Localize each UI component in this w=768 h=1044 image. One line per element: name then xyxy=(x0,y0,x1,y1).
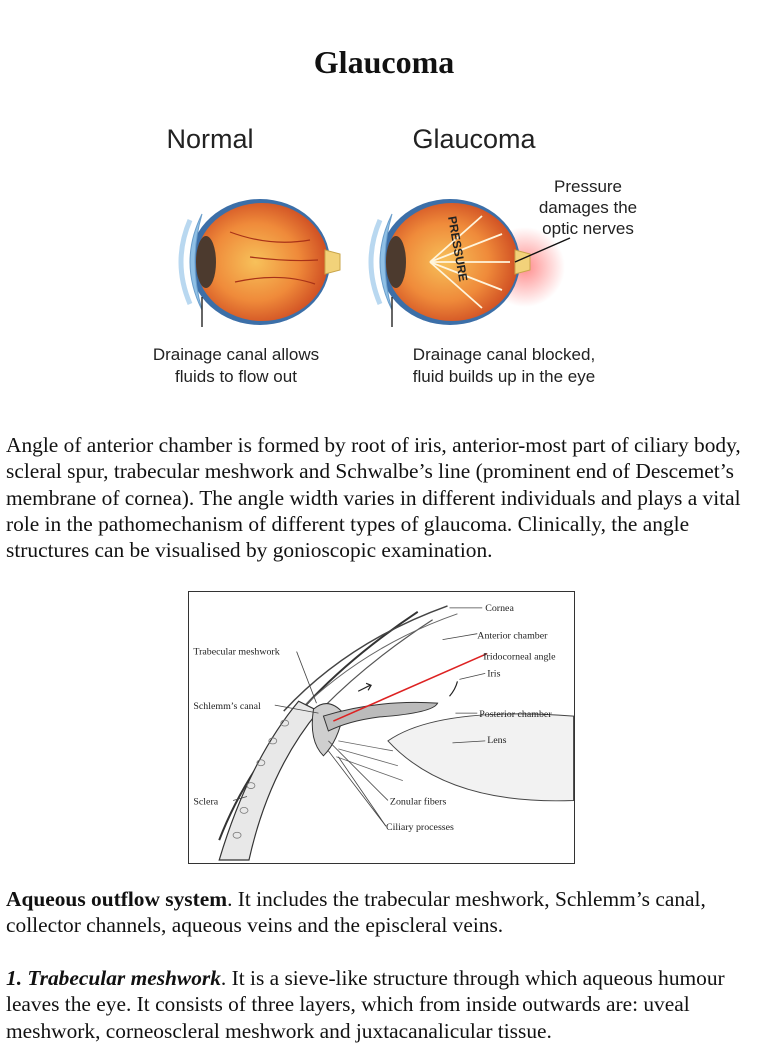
svg-text:fluid builds up in the eye: fluid builds up in the eye xyxy=(413,367,595,386)
svg-text:damages the: damages the xyxy=(539,198,637,217)
svg-text:Drainage canal allows: Drainage canal allows xyxy=(153,345,319,364)
normal-caption: Drainage canal allows fluids to flow out xyxy=(153,345,319,386)
label-cornea: Cornea xyxy=(485,603,514,614)
label-trabecular-meshwork: Trabecular meshwork xyxy=(193,647,279,658)
label-anterior-chamber: Anterior chamber xyxy=(477,631,548,642)
label-zonular-fibers: Zonular fibers xyxy=(390,796,447,807)
normal-eye xyxy=(178,199,341,327)
label-lens: Lens xyxy=(487,735,506,746)
label-schlemms-canal: Schlemm’s canal xyxy=(193,701,261,712)
label-ciliary-processes: Ciliary processes xyxy=(386,822,454,833)
paragraph-angle-anatomy: Angle of anterior chamber is formed by r… xyxy=(6,433,741,563)
glaucoma-caption: Drainage canal blocked, fluid builds up … xyxy=(413,345,595,386)
paragraph-trabecular-meshwork: 1. Trabecular meshwork. It is a sieve-li… xyxy=(6,965,766,1044)
paragraph-aqueous-outflow: Aqueous outflow system. It includes the … xyxy=(6,886,766,939)
glaucoma-eye-illustration: Normal Glaucoma PRESSURE Pressure xyxy=(153,124,637,386)
trabecular-meshwork-heading: 1. Trabecular meshwork xyxy=(6,966,221,990)
label-iris: Iris xyxy=(487,668,500,679)
pressure-note: Pressure damages the optic nerves xyxy=(539,177,637,238)
iridocorneal-angle-diagram: Cornea Anterior chamber Iridocorneal ang… xyxy=(188,591,575,864)
svg-text:Pressure: Pressure xyxy=(554,177,622,196)
normal-label: Normal xyxy=(166,124,253,154)
angle-drawing xyxy=(218,605,574,861)
label-sclera: Sclera xyxy=(193,796,218,807)
label-iridocorneal-angle: Iridocorneal angle xyxy=(483,652,556,663)
leader-lines xyxy=(232,607,488,827)
svg-text:optic nerves: optic nerves xyxy=(542,219,634,238)
svg-text:Drainage canal blocked,: Drainage canal blocked, xyxy=(413,345,595,364)
aqueous-outflow-text: . It includes the trabecular meshwork, S… xyxy=(6,887,706,938)
label-posterior-chamber: Posterior chamber xyxy=(479,709,552,720)
pressure-arrows xyxy=(429,215,510,309)
svg-text:fluids to flow out: fluids to flow out xyxy=(175,367,297,386)
iridocorneal-angle-line xyxy=(333,652,488,722)
glaucoma-label: Glaucoma xyxy=(412,124,536,154)
page-title: Glaucoma xyxy=(313,44,455,80)
glaucoma-eye: PRESSURE xyxy=(368,199,571,327)
aqueous-outflow-heading: Aqueous outflow system xyxy=(6,887,228,911)
